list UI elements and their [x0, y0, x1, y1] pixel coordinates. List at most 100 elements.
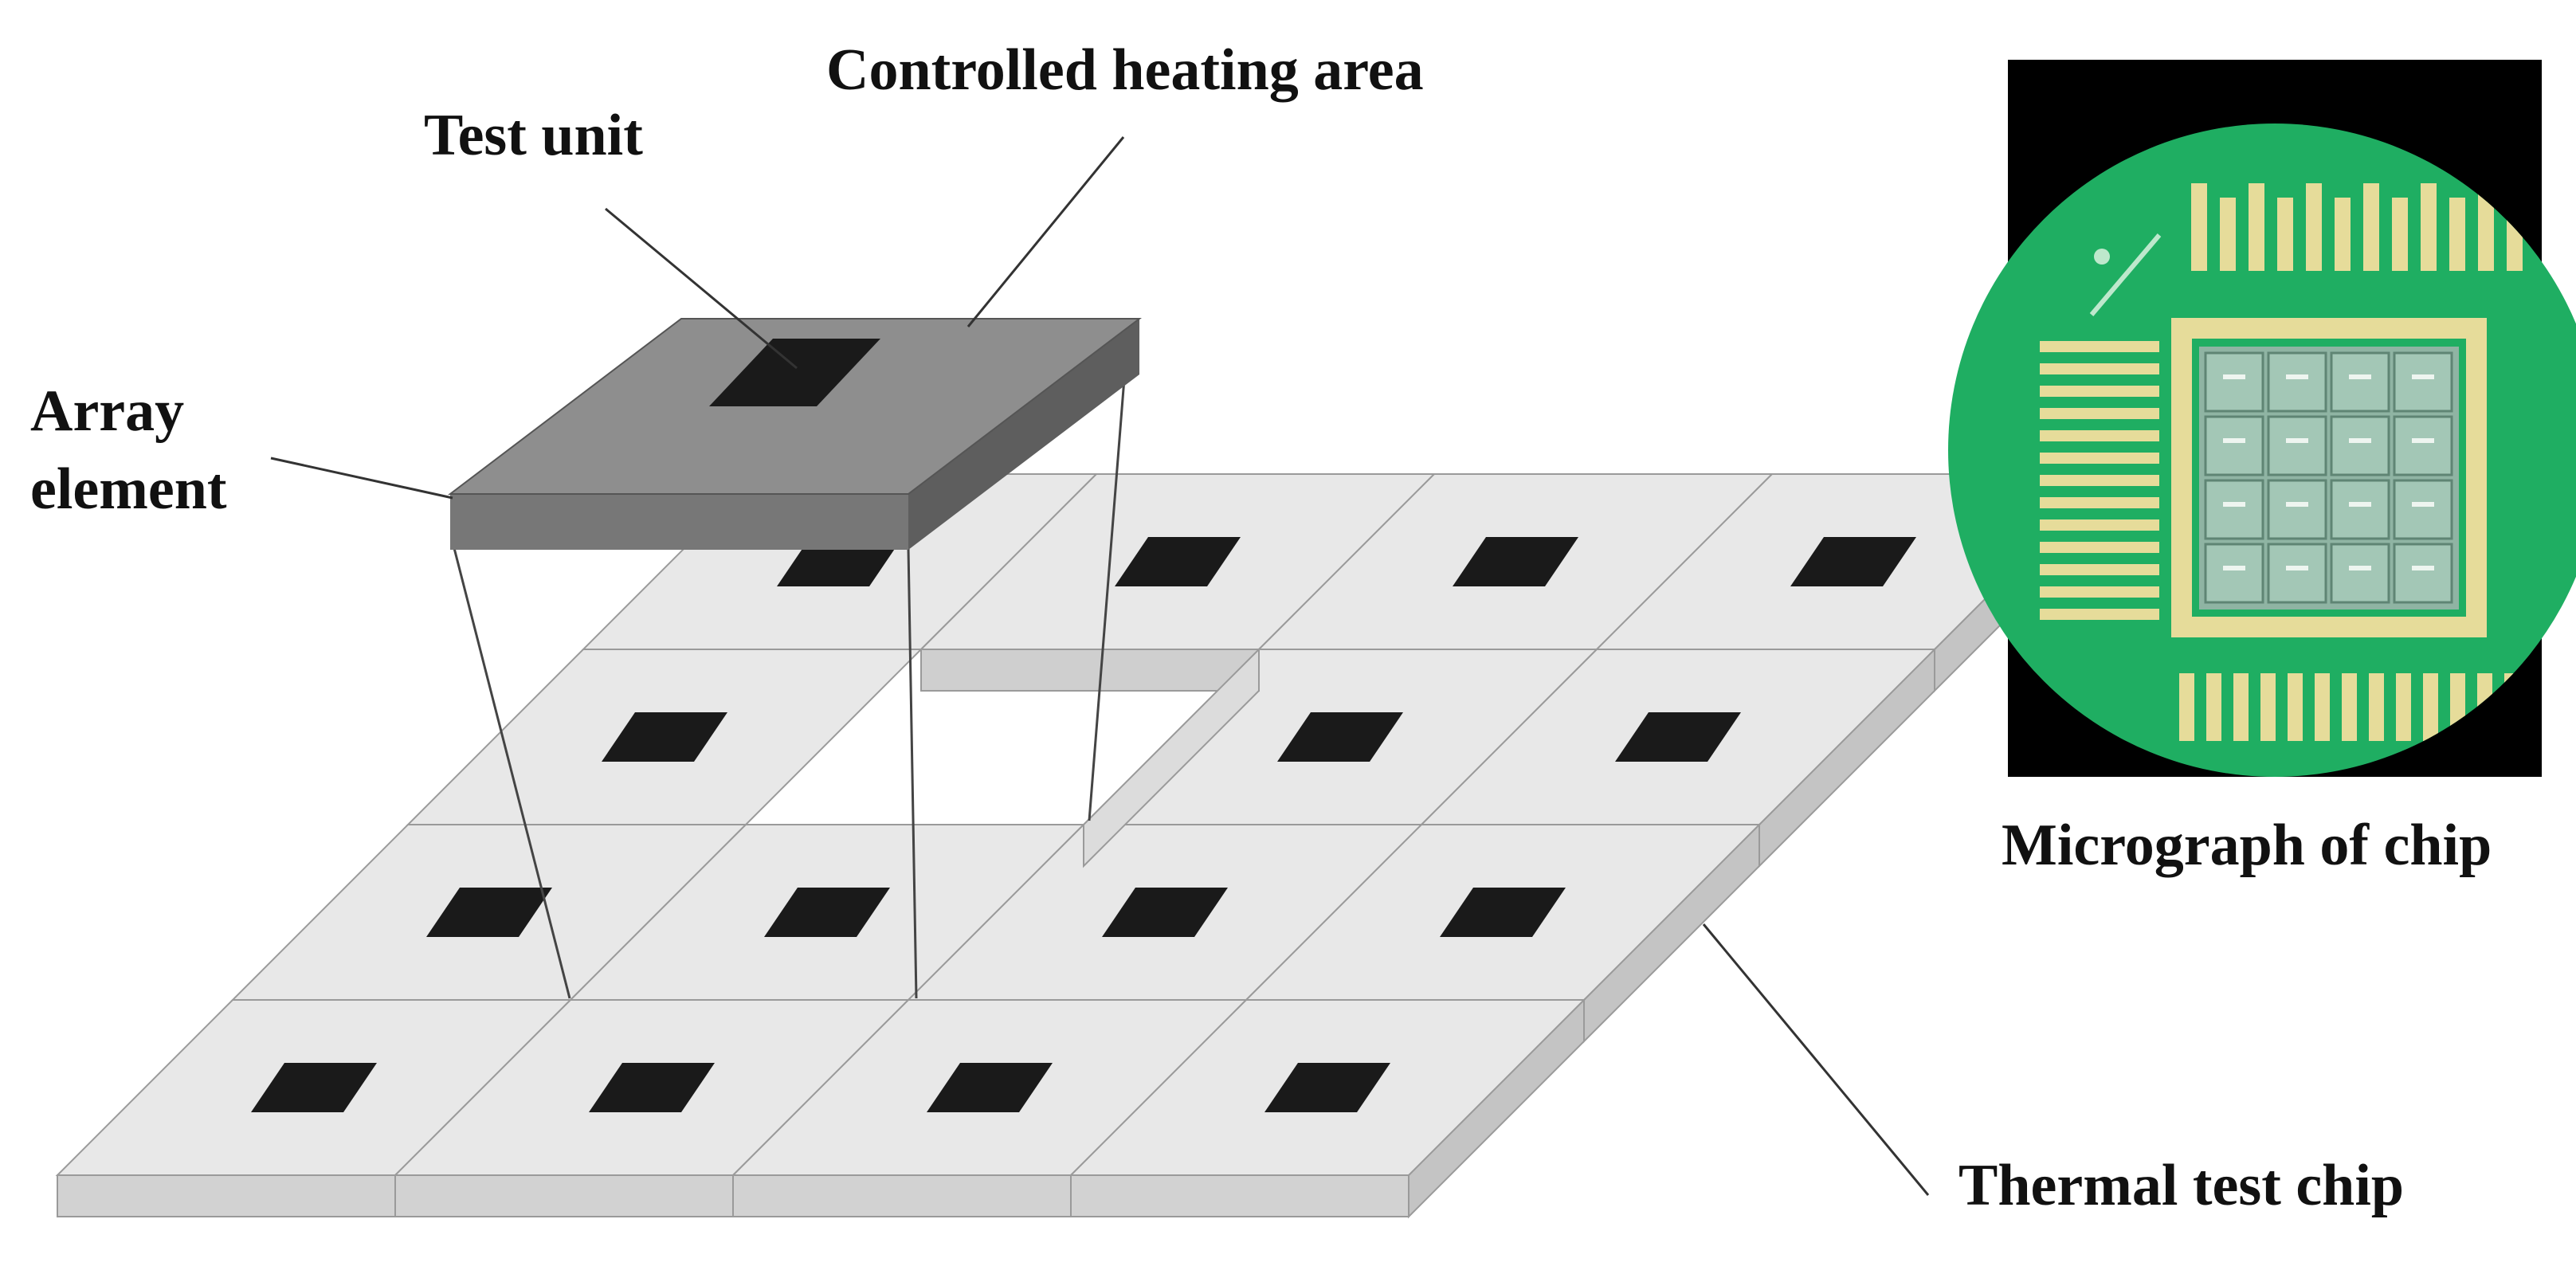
- micrograph-pad: [2392, 198, 2408, 271]
- micrograph-die-cell-mark: [2223, 438, 2245, 443]
- micrograph-die-cell: [2204, 415, 2264, 476]
- leader-test-unit: [605, 207, 798, 370]
- removed-cell-back-wall: [920, 649, 1260, 692]
- micrograph-die-cells: [2204, 351, 2453, 604]
- micrograph-pad: [2040, 341, 2159, 352]
- micrograph-die-cell-mark: [2412, 374, 2434, 379]
- micrograph-die-cell-mark: [2412, 502, 2434, 507]
- chip-cell-pad: [1615, 712, 1741, 762]
- label-array-element-line1: Array: [30, 378, 184, 444]
- micrograph-die-cell: [2330, 415, 2390, 476]
- micrograph-pad: [2220, 198, 2236, 271]
- micrograph-top-pads: [2191, 183, 2523, 271]
- micrograph-die-cell: [2267, 479, 2327, 540]
- chip-cell-pad: [764, 888, 890, 937]
- micrograph-pad: [2040, 363, 2159, 374]
- chip-cell-front-face: [732, 1174, 1072, 1217]
- chip-cell-pad: [1102, 888, 1228, 937]
- micrograph-die-cell-mark: [2349, 502, 2371, 507]
- micrograph-pad: [2040, 430, 2159, 441]
- micrograph-pad: [2179, 673, 2194, 741]
- leader-controlled-heating-area: [966, 136, 1125, 327]
- micrograph-pad: [2233, 673, 2249, 741]
- micrograph-die-cell-mark: [2349, 566, 2371, 570]
- micrograph-die-cell: [2204, 351, 2264, 413]
- micrograph-die-cell-mark: [2286, 438, 2308, 443]
- micrograph-pad: [2206, 673, 2221, 741]
- micrograph-pad: [2478, 183, 2494, 271]
- micrograph-pad: [2040, 519, 2159, 531]
- chip-cell-pad: [927, 1063, 1053, 1112]
- chip-cell-pad: [589, 1063, 715, 1112]
- micrograph-pad: [2449, 198, 2465, 271]
- micrograph-pad: [2363, 183, 2379, 271]
- micrograph-die-cell: [2267, 543, 2327, 604]
- leader-array-element: [270, 457, 453, 500]
- label-controlled-heating-area: Controlled heating area: [826, 37, 1424, 103]
- micrograph-pad: [2421, 183, 2437, 271]
- micrograph-pad: [2315, 673, 2330, 741]
- label-array-element-line2: element: [30, 457, 227, 522]
- micrograph-die-frame: [2171, 318, 2487, 637]
- chip-cell: [731, 999, 1249, 1217]
- micrograph-pad: [2191, 183, 2207, 271]
- chip-cell-pad: [1115, 537, 1241, 586]
- micrograph-pad: [2335, 198, 2351, 271]
- micrograph-pad: [2249, 183, 2264, 271]
- chip-cell: [906, 824, 1424, 1001]
- chip-cell-pad: [1264, 1063, 1390, 1112]
- chip-micrograph: [1948, 60, 2576, 777]
- micrograph-pad: [2396, 673, 2411, 741]
- micrograph-die-cell: [2393, 479, 2453, 540]
- chip-cell-pad: [1277, 712, 1403, 762]
- micrograph-pad: [2040, 475, 2159, 486]
- chip-cell-pad: [1453, 537, 1578, 586]
- micrograph-pad: [2040, 586, 2159, 598]
- label-test-unit: Test unit: [424, 103, 643, 168]
- micrograph-pad: [2423, 673, 2438, 741]
- micrograph-pad: [2040, 542, 2159, 553]
- lifted-element-side-face: [908, 319, 1139, 550]
- micrograph-diagonal-trace: [2089, 233, 2162, 316]
- thermal-test-chip-grid: [55, 472, 2112, 1219]
- micrograph-pad: [2040, 386, 2159, 397]
- micrograph-die-cell: [2267, 351, 2327, 413]
- chip-cell-pad: [426, 888, 552, 937]
- micrograph-marker-dot: [2094, 249, 2110, 265]
- test-unit-pad: [709, 339, 880, 406]
- chip-cell: [1244, 822, 1762, 1044]
- micrograph-pad: [2040, 609, 2159, 620]
- micrograph-die-cell: [2330, 543, 2390, 604]
- chip-cell: [1068, 998, 1586, 1219]
- micrograph-die-cell-mark: [2412, 566, 2434, 570]
- micrograph-pad: [2306, 183, 2322, 271]
- micrograph-die-cell: [2204, 479, 2264, 540]
- micrograph-die-cell-mark: [2349, 438, 2371, 443]
- micrograph-pad: [2288, 673, 2303, 741]
- chip-cell-pad: [1790, 537, 1916, 586]
- chip-cell-front-face: [1070, 1174, 1410, 1217]
- micrograph-die-cell-mark: [2286, 566, 2308, 570]
- micrograph-die-cell: [2204, 543, 2264, 604]
- micrograph-die-cell: [2393, 415, 2453, 476]
- leader-thermal-test-chip: [1702, 923, 1930, 1196]
- micrograph-die-cell-mark: [2286, 502, 2308, 507]
- micrograph-die-cell: [2393, 351, 2453, 413]
- micrograph-die-cell-mark: [2349, 374, 2371, 379]
- micrograph-die-cell: [2330, 479, 2390, 540]
- label-thermal-test-chip: Thermal test chip: [1958, 1153, 2404, 1218]
- chip-cell: [393, 999, 911, 1217]
- chip-cell: [1419, 647, 1937, 868]
- lifted-element-front-face: [450, 494, 908, 550]
- lifted-array-element: [448, 318, 1142, 550]
- micrograph-pad: [2277, 198, 2293, 271]
- chip-cell-pad: [1440, 888, 1566, 937]
- micrograph-left-pads: [2040, 341, 2159, 620]
- projection-lines: [453, 338, 1129, 999]
- micrograph-pad: [2342, 673, 2357, 741]
- micrograph-die-cell-mark: [2223, 566, 2245, 570]
- micrograph-pad: [2040, 408, 2159, 419]
- micrograph-die-cell: [2393, 543, 2453, 604]
- micrograph-pad: [2369, 673, 2384, 741]
- micrograph-pad: [2040, 453, 2159, 464]
